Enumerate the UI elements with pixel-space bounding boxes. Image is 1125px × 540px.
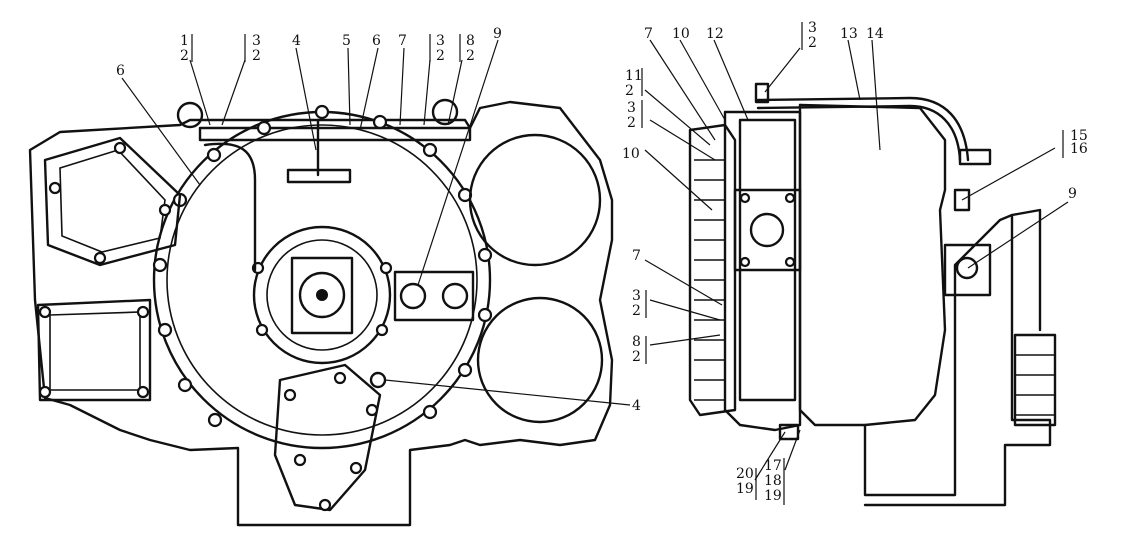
central-hub bbox=[252, 225, 392, 365]
callout-r-14: 14 bbox=[866, 26, 884, 42]
pump-cover bbox=[273, 363, 382, 512]
valve-block bbox=[393, 270, 475, 322]
callout-r-12: 12 bbox=[706, 26, 724, 42]
front-view bbox=[28, 39, 631, 527]
pump-plate bbox=[733, 188, 802, 272]
upper-left-cover bbox=[43, 136, 182, 267]
callout-r-7b: 7 bbox=[632, 248, 641, 264]
callout-r-9: 9 bbox=[1068, 186, 1077, 202]
front-housing-outline bbox=[28, 100, 614, 527]
cooling-fins bbox=[694, 159, 725, 401]
lower-right-bore bbox=[476, 296, 604, 424]
lower-left-cover bbox=[36, 298, 152, 402]
upper-right-bore bbox=[468, 133, 602, 267]
front-cover-stack bbox=[688, 123, 737, 417]
right-pump-assembly bbox=[1010, 208, 1057, 427]
callout-r-10b: 10 bbox=[622, 146, 640, 162]
flange-bolts bbox=[152, 104, 493, 428]
callout-6a: 6 bbox=[116, 63, 125, 79]
side-valve-block bbox=[943, 243, 992, 297]
callout-4a: 4 bbox=[292, 33, 301, 49]
callout-4b: 4 bbox=[632, 398, 641, 414]
converter-housing bbox=[798, 103, 1052, 507]
callout-5: 5 bbox=[342, 33, 351, 49]
front-main-flange bbox=[152, 110, 492, 450]
callout-r-10a: 10 bbox=[672, 26, 690, 42]
callout-r-7a: 7 bbox=[644, 26, 653, 42]
callout-7: 7 bbox=[398, 33, 407, 49]
callout-6b: 6 bbox=[372, 33, 381, 49]
callout-9: 9 bbox=[493, 26, 502, 42]
side-view bbox=[644, 39, 1069, 507]
oil-pipe bbox=[203, 142, 257, 272]
callout-r-13: 13 bbox=[840, 26, 858, 42]
top-oil-pipe bbox=[756, 96, 970, 162]
